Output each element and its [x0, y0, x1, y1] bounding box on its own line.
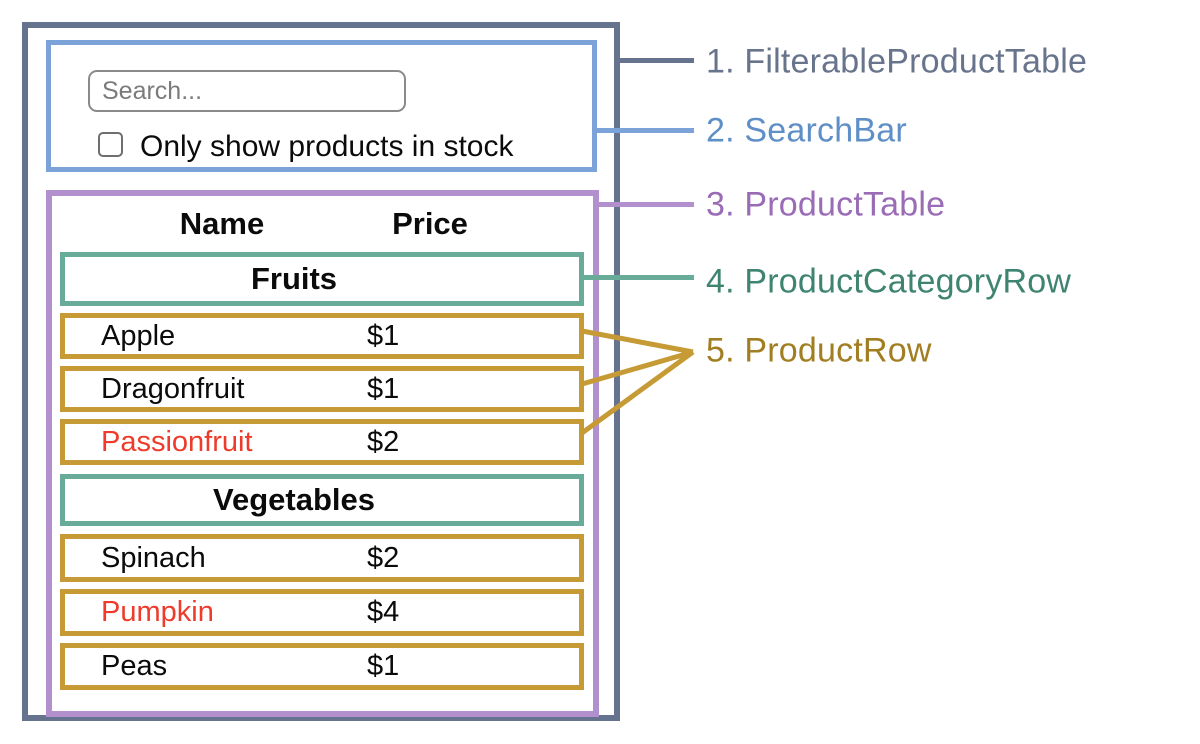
- product-table-outline: [46, 190, 599, 717]
- product-row-passionfruit: Passionfruit $2: [60, 419, 584, 465]
- legend-product-table: 3. ProductTable: [706, 185, 946, 224]
- column-header-name: Name: [179, 206, 265, 241]
- legend-product-row: 5. ProductRow: [706, 331, 932, 370]
- product-name: Apple: [101, 319, 176, 352]
- product-price: $4: [367, 596, 400, 628]
- legend-filterable-product-table: 1. FilterableProductTable: [706, 42, 1088, 81]
- connector-product-table: [595, 202, 694, 207]
- connector-filterable-product-table: [616, 58, 694, 63]
- product-price: $1: [367, 372, 400, 405]
- product-price: $1: [367, 650, 400, 682]
- product-row-dragonfruit: Dragonfruit $1: [60, 366, 584, 412]
- column-header-price: Price: [392, 206, 468, 241]
- product-name: Dragonfruit: [101, 372, 245, 405]
- in-stock-checkbox[interactable]: [98, 132, 123, 157]
- product-price: $1: [367, 319, 400, 352]
- connector-search-bar: [593, 128, 694, 133]
- product-row-spinach: Spinach $2: [60, 534, 584, 582]
- product-row-peas: Peas $1: [60, 643, 584, 690]
- category-label: Fruits: [250, 261, 338, 296]
- product-name: Peas: [101, 650, 168, 682]
- connector-product-category-row: [579, 275, 694, 280]
- product-row-apple: Apple $1: [60, 313, 584, 359]
- search-bar-outline: [46, 40, 597, 172]
- product-price: $2: [367, 425, 400, 458]
- product-row-pumpkin: Pumpkin $4: [60, 589, 584, 636]
- category-row-vegetables: Vegetables: [60, 474, 584, 526]
- category-label: Vegetables: [213, 482, 375, 517]
- search-input[interactable]: Search...: [88, 70, 406, 112]
- search-placeholder: Search...: [102, 76, 203, 105]
- category-row-fruits: Fruits: [60, 252, 584, 306]
- product-name: Spinach: [101, 541, 206, 574]
- product-price: $2: [367, 541, 400, 574]
- in-stock-checkbox-label: Only show products in stock: [140, 130, 514, 163]
- legend-product-category-row: 4. ProductCategoryRow: [706, 262, 1072, 301]
- product-name-out-of-stock: Pumpkin: [101, 596, 214, 628]
- product-name-out-of-stock: Passionfruit: [101, 425, 253, 458]
- legend-search-bar: 2. SearchBar: [706, 111, 907, 150]
